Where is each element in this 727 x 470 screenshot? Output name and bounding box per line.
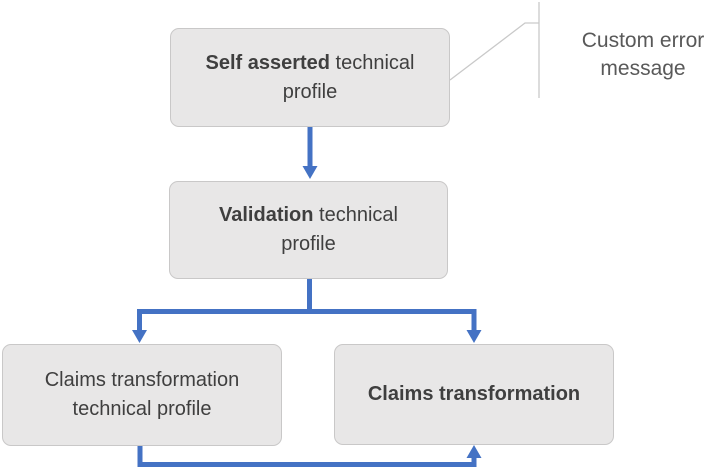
node-label-bold: Self asserted — [205, 51, 330, 74]
node-label-line: profile — [281, 230, 335, 259]
node-claims-transformation: Claims transformation — [334, 344, 614, 445]
node-label-rest: technical — [330, 51, 415, 74]
node-label-rest: technical profile — [72, 398, 212, 420]
node-self-asserted-technical-profile: Self asserted technical profile — [170, 28, 450, 127]
callout-leader-line — [449, 22, 539, 81]
node-label-line: Claims transformation — [368, 380, 580, 409]
node-label-line: profile — [283, 78, 337, 107]
node-label-line: Self asserted technical — [205, 49, 414, 78]
node-label-rest: technical — [313, 204, 398, 226]
node-label-bold: Validation — [219, 204, 314, 226]
node-label-rest: profile — [282, 80, 338, 103]
node-label-line: technical profile — [73, 395, 212, 424]
branch-rail — [137, 309, 477, 331]
arrowhead-to-claims-tp — [132, 330, 147, 343]
callout-custom-error-message: Custom error message — [581, 29, 705, 80]
arrowhead-to-claims-transformation — [466, 330, 482, 343]
node-label-line: Claims transformation — [45, 366, 240, 395]
loopback-rail — [137, 446, 477, 467]
node-label-rest: Claims transformation — [44, 369, 240, 391]
node-label-line: Validation technical — [219, 201, 398, 230]
arrowhead-self-to-validation — [302, 166, 318, 179]
node-label-rest: profile — [281, 233, 336, 255]
node-validation-technical-profile: Validation technical profile — [169, 181, 448, 279]
arrowhead-loopback-up — [466, 445, 482, 458]
node-claims-transformation-technical-profile: Claims transformation technical profile — [2, 344, 282, 446]
node-label-bold: Claims transformation — [367, 383, 581, 405]
